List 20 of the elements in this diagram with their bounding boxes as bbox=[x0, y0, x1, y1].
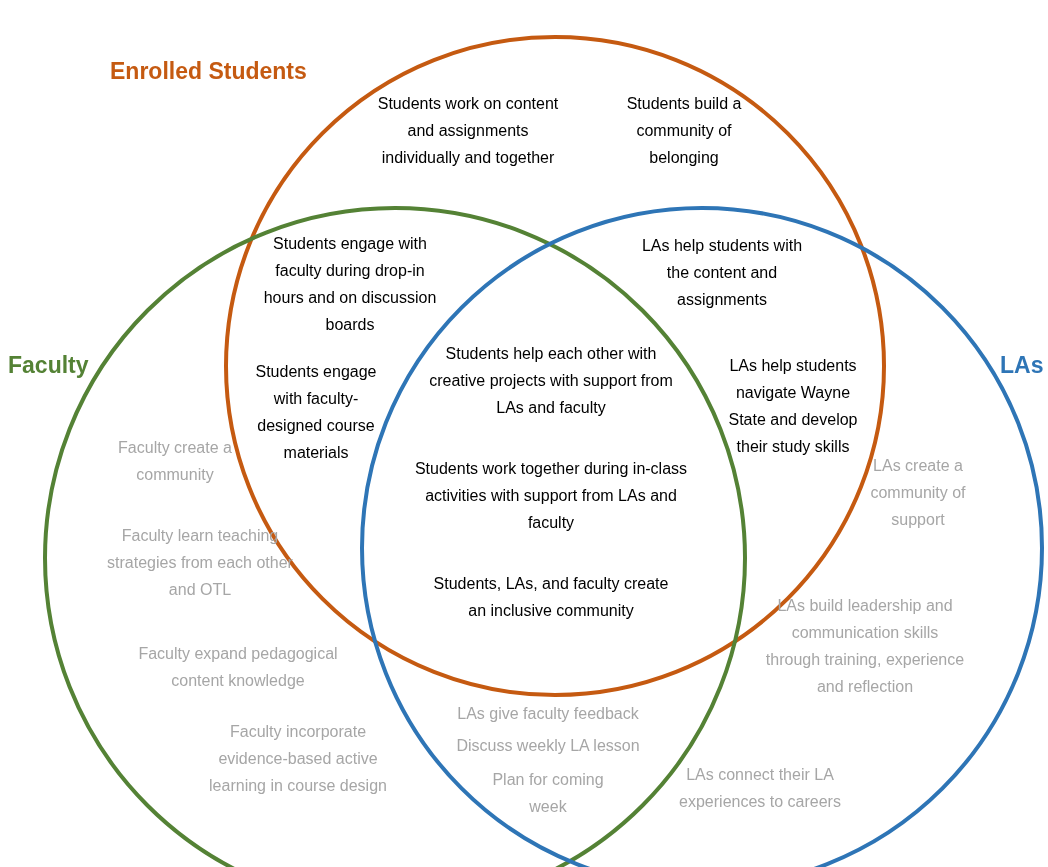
region-text: Discuss weekly LA lesson bbox=[455, 736, 641, 756]
region-text: LAs help students navigate Wayne State and develop their study skills bbox=[727, 356, 859, 457]
region-text: Students work together during in-class activities with support from LAs and faculty bbox=[413, 459, 689, 533]
region-text: Faculty create a community bbox=[117, 438, 233, 485]
region-text: Faculty expand pedagogical content knowledge bbox=[137, 644, 339, 691]
circle-title: Enrolled Students bbox=[110, 58, 307, 85]
region-text: LAs create a community of support bbox=[869, 456, 967, 530]
circle-title: LAs bbox=[1000, 352, 1044, 379]
region-text: Students build a community of belonging bbox=[625, 94, 743, 168]
region-text: Students work on content and assignments individually and together bbox=[376, 94, 560, 168]
region-text: Students, LAs, and faculty create an inclusive community bbox=[432, 574, 670, 621]
region-text: Plan for coming week bbox=[491, 770, 605, 817]
region-text: Students help each other with creative projects with support from LAs and faculty bbox=[428, 344, 674, 418]
region-text: Faculty incorporate evidence-based active learning in course design bbox=[208, 722, 388, 796]
region-text: LAs give faculty feedback bbox=[456, 704, 640, 724]
circle-title: Faculty bbox=[8, 352, 89, 379]
region-text: LAs connect their LA experiences to careers bbox=[678, 765, 842, 812]
region-text: LAs help students with the content and assignments bbox=[640, 236, 804, 310]
region-text: Students engage with faculty during drop-in hours and on discussion boards bbox=[262, 234, 438, 335]
region-text: Students engage with faculty-designed course materials bbox=[254, 362, 378, 463]
